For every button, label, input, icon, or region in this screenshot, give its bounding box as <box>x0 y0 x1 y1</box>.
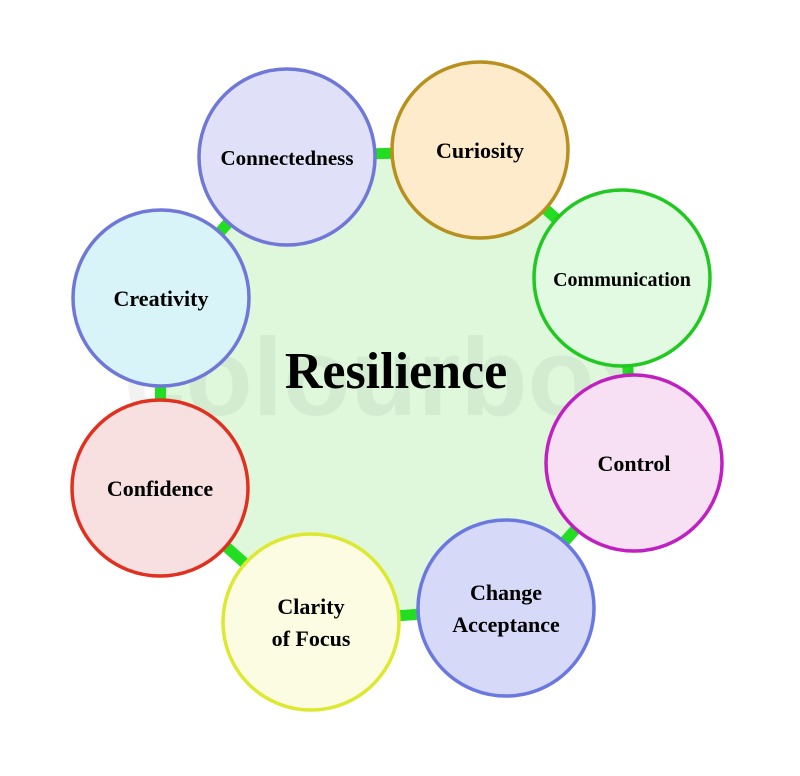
node-circle <box>532 188 712 368</box>
node-circle <box>544 373 724 553</box>
node-circle <box>390 60 570 240</box>
node-label: Change <box>470 580 542 605</box>
node-circle <box>70 398 250 578</box>
node-creativity: Creativity <box>71 208 251 388</box>
node-circle <box>71 208 251 388</box>
node-group: Connectedness CuriosityCommunicationContr… <box>70 60 724 712</box>
node-label: Communication <box>553 269 691 291</box>
node-connectedness: Connectedness <box>197 67 377 247</box>
node-curiosity: Curiosity <box>390 60 570 240</box>
node-label: Acceptance <box>452 612 560 637</box>
node-confidence: Confidence <box>70 398 250 578</box>
node-label: Connectedness <box>220 146 353 170</box>
node-label: Control <box>598 451 671 476</box>
node-communication: Communication <box>532 188 712 368</box>
node-label: Creativity <box>114 286 209 311</box>
node-label: of Focus <box>272 626 351 651</box>
node-label: Curiosity <box>436 138 524 163</box>
node-circle <box>416 518 596 698</box>
node-label: Clarity <box>277 594 344 619</box>
node-circle <box>221 532 401 712</box>
node-label: Confidence <box>107 476 214 501</box>
central-title: Resilience <box>285 343 507 400</box>
node-clarity-of-focus: Clarity of Focus <box>221 532 401 712</box>
node-control: Control <box>544 373 724 553</box>
node-circle <box>197 67 377 247</box>
